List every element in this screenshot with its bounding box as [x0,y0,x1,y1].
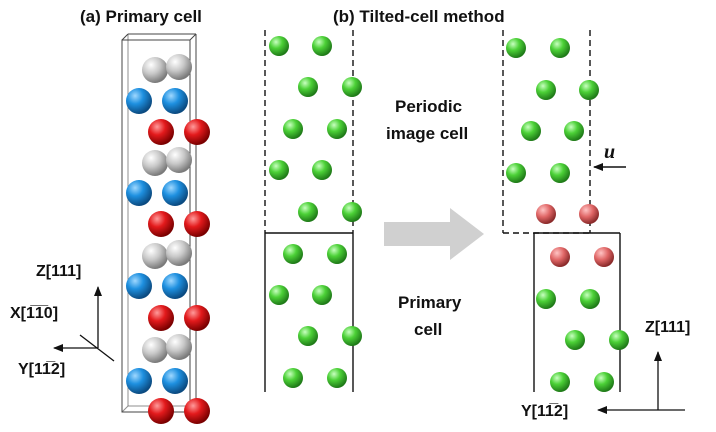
red-atom [184,398,210,424]
green-atom [283,119,303,139]
blue-atom [126,88,152,114]
green-atom [342,77,362,97]
green-atom [269,160,289,180]
green-atom [298,77,318,97]
green-atom [521,121,541,141]
blue-atom [162,88,188,114]
green-atom [342,202,362,222]
shift-u-label: u [604,141,615,163]
red-atom [184,305,210,331]
green-atom [609,330,629,350]
green-atom [579,80,599,100]
right-primary-cell-box [533,232,621,392]
gray-atom [142,243,168,269]
green-atom [312,36,332,56]
gray-atom [142,337,168,363]
primary-cell-atoms [126,54,210,424]
pink-atom [579,204,599,224]
left-primary-cell-box [264,232,354,392]
axis-a-y-label: Y[11̅2] [18,360,65,378]
gray-atom [166,54,192,80]
blue-atom [162,273,188,299]
pink-atom [594,247,614,267]
right-atoms [506,38,629,392]
green-atom [536,80,556,100]
red-atom [148,398,174,424]
blue-atom [126,368,152,394]
gray-atom [166,147,192,173]
red-atom [148,119,174,145]
green-atom [550,38,570,58]
gray-atom [142,57,168,83]
blue-atom [126,180,152,206]
green-atom [327,244,347,264]
panel-a-title: (a) Primary cell [80,7,202,26]
green-atom [506,38,526,58]
axis-a-x-label: X[1̅1̅0] [10,304,58,322]
green-atom [594,372,614,392]
pink-atom [536,204,556,224]
axes-b [597,351,685,414]
green-atom [298,326,318,346]
blue-atom [162,180,188,206]
left-periodic-cell-box [264,30,354,233]
green-atom [269,285,289,305]
green-atom [269,36,289,56]
green-atom [506,163,526,183]
green-atom [327,119,347,139]
green-atom [342,326,362,346]
axes-a [53,286,115,362]
green-atom [327,368,347,388]
pink-atom [550,247,570,267]
axis-b-z-label: Z[111] [645,319,690,336]
gray-atom [166,240,192,266]
green-atom [536,289,556,309]
green-atom [298,202,318,222]
gray-atom [166,334,192,360]
green-atom [565,330,585,350]
periodic-label-line2: image cell [386,124,468,143]
primary-label-line1: Primary [398,293,462,312]
transition-arrow [384,208,484,260]
blue-atom [126,273,152,299]
red-atom [148,305,174,331]
red-atom [148,211,174,237]
green-atom [283,244,303,264]
red-atom [184,211,210,237]
left-atoms [269,36,362,388]
green-atom [550,372,570,392]
green-atom [564,121,584,141]
periodic-label-line1: Periodic [395,97,462,116]
gray-atom [142,150,168,176]
green-atom [283,368,303,388]
green-atom [312,285,332,305]
primary-label-line2: cell [414,320,442,339]
green-atom [550,163,570,183]
green-atom [580,289,600,309]
panel-b-title: (b) Tilted-cell method [333,7,505,26]
blue-atom [162,368,188,394]
axis-b-y-label: Y[11̅2] [521,402,568,420]
green-atom [312,160,332,180]
red-atom [184,119,210,145]
axis-a-z-label: Z[111] [36,263,81,280]
